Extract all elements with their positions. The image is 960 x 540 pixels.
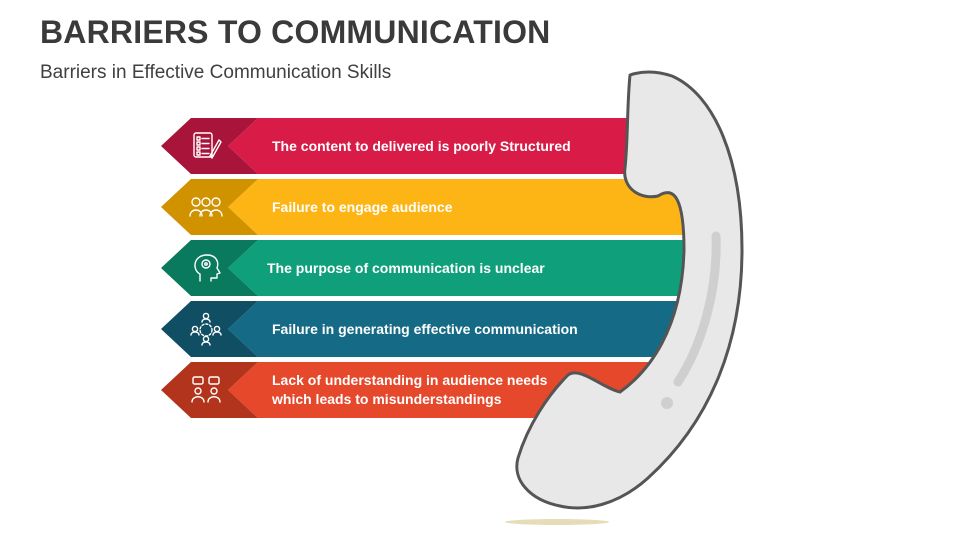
barrier-label: The content to delivered is poorly Struc… [272, 137, 571, 156]
barrier-icon-tab [161, 240, 258, 296]
barrier-icon-tab [161, 118, 258, 174]
slide-title: BARRIERS TO COMMUNICATION [40, 14, 551, 50]
barrier-label-line: which leads to misunderstandings [272, 391, 502, 407]
barrier-label: Lack of understanding in audience needs w… [272, 371, 547, 409]
barrier-label-line: Failure in generating effective communic… [272, 320, 578, 337]
slide-subtitle: Barriers in Effective Communication Skil… [40, 62, 392, 83]
handset-highlight [673, 231, 721, 387]
chat-people-icon [191, 376, 221, 403]
telephone-handset-icon [505, 70, 744, 525]
handset-body [515, 70, 744, 510]
handset-shadow [505, 519, 609, 525]
barrier-label-line: The purpose of communication is unclear [267, 259, 545, 276]
barrier-icon-tab [161, 301, 258, 357]
team-network-icon [190, 312, 222, 346]
barrier-bar [228, 240, 690, 296]
barrier-row [161, 301, 690, 357]
barrier-row [161, 118, 690, 174]
barrier-row [161, 179, 690, 235]
checklist-icon [193, 132, 222, 159]
barrier-bar [228, 179, 690, 235]
barrier-bar [228, 301, 690, 357]
barrier-label: The purpose of communication is unclear [267, 259, 545, 278]
handset-highlight-dot [661, 397, 673, 409]
barrier-label-line: Failure to engage audience [272, 198, 453, 215]
barrier-icon-tab [161, 362, 258, 418]
barrier-label-line: Lack of understanding in audience needs [272, 372, 548, 388]
barrier-label-line: The content to delivered is poorly Struc… [272, 137, 571, 154]
barrier-row [161, 240, 690, 296]
barrier-label: Failure in generating effective communic… [272, 320, 578, 339]
barrier-bar [228, 118, 690, 174]
head-gear-icon [194, 254, 221, 282]
audience-group-icon [189, 197, 223, 217]
barrier-label: Failure to engage audience [272, 198, 453, 217]
barrier-icon-tab [161, 179, 258, 235]
